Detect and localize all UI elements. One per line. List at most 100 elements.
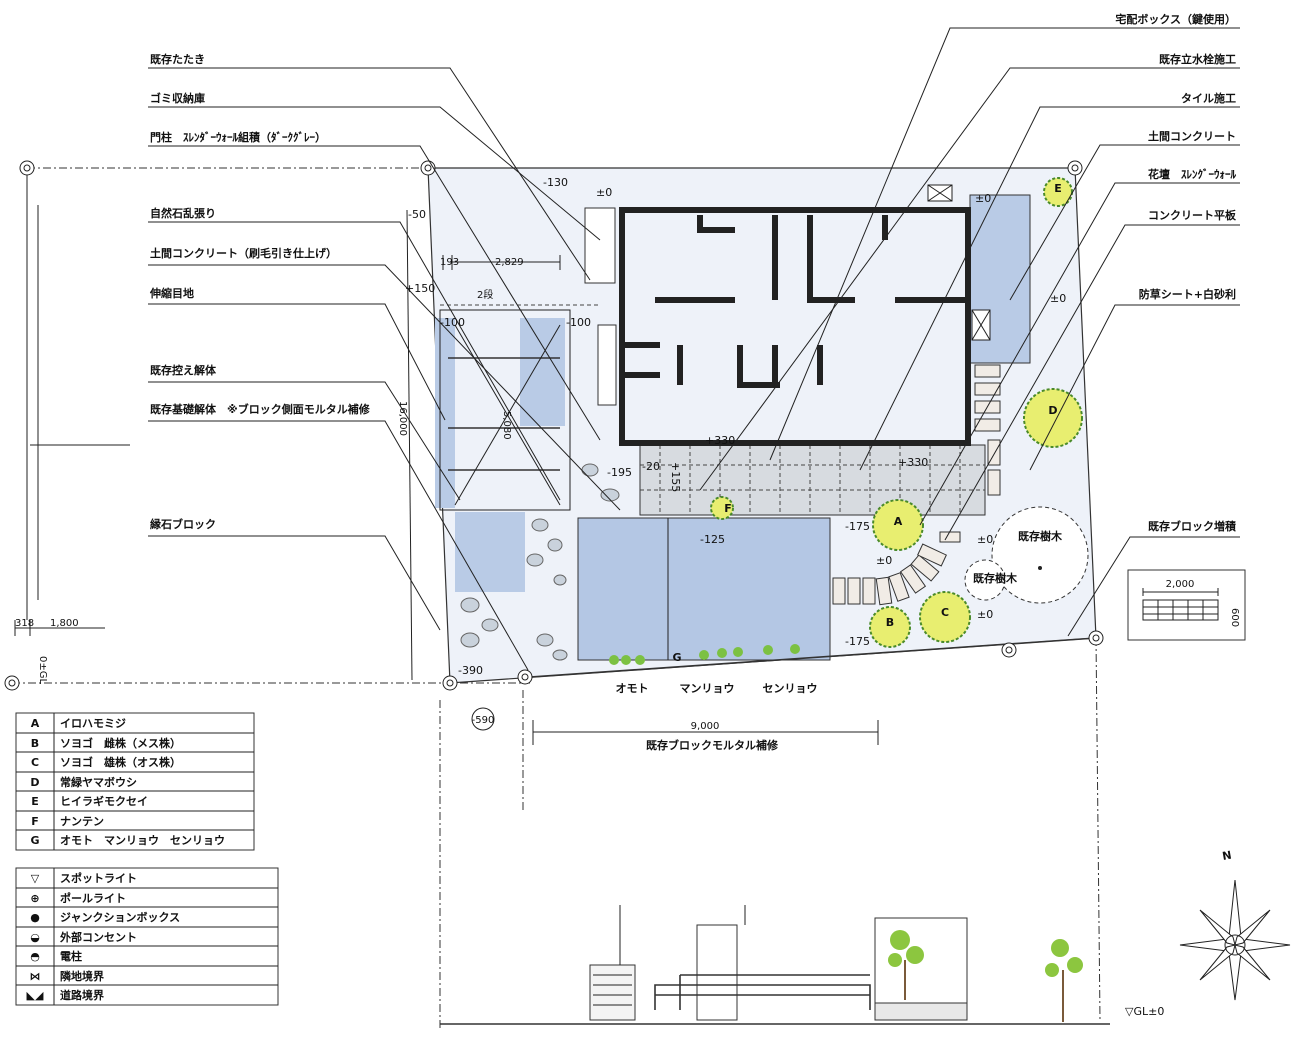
tree-labels-text: B (886, 616, 894, 629)
level-marks-text: ±0 (977, 608, 993, 621)
tree-labels-text: センリョウ (763, 682, 818, 695)
plant-legend-table-text: A (31, 717, 40, 730)
drawing-mark (471, 707, 495, 731)
drawing-mark (710, 496, 734, 520)
site-area (427, 167, 1097, 684)
dimensions-text: 1,800 (50, 618, 79, 629)
drawing-mark (148, 221, 561, 501)
drawing-mark (654, 974, 871, 1010)
drawing-mark (148, 67, 591, 281)
drawing-mark (600, 488, 620, 502)
drawing-mark (733, 647, 743, 657)
drawing-mark (971, 309, 991, 341)
drawing-mark (609, 655, 619, 665)
tree-labels-text: E (1054, 182, 1062, 195)
tree-labels-text: F (724, 502, 732, 515)
drawing-mark (619, 905, 746, 965)
right-callouts-text: 土間コンクリート (1148, 129, 1236, 143)
plant-legend-table-text: B (31, 737, 39, 750)
drawing-mark (875, 576, 893, 606)
concrete-pavers (832, 364, 1001, 606)
right-callouts-text: タイル施工 (1181, 91, 1236, 105)
dimensions-text: 既存ブロックモルタル補修 (646, 738, 779, 752)
north-compass-icon-text: N (1221, 849, 1232, 863)
tree-labels-text: D (1048, 404, 1057, 417)
symbol-legend-table-text: 道路境界 (60, 988, 104, 1002)
natural-stone-paving (460, 463, 620, 661)
drawing-mark (917, 543, 947, 567)
drawing-mark (899, 564, 927, 594)
drawing-mark (919, 182, 1240, 526)
symbol-legend-table-text: ジャンクションボックス (60, 910, 180, 924)
drawing-mark (1127, 569, 1246, 641)
drawing-mark (635, 655, 645, 665)
drawing-mark (553, 574, 567, 586)
drawing-mark (424, 164, 432, 172)
north-compass-icon: N (1179, 849, 1291, 1001)
existing-tree: 既存樹木 既存樹木 (964, 506, 1089, 604)
drawing-mark (763, 645, 773, 655)
drawing-mark (460, 597, 480, 613)
drawing-mark (552, 649, 568, 661)
right-callouts-text: 既存立水栓施工 (1159, 52, 1236, 66)
plant-legend-table-text: E (31, 795, 39, 808)
left-callouts-text: 縁石ブロック (150, 517, 216, 531)
drawing-mark (939, 531, 961, 543)
drawing-mark (1234, 944, 1271, 981)
drawing-mark (1009, 144, 1240, 301)
drawing-mark (1143, 600, 1218, 620)
drawing-mark (593, 974, 632, 1006)
right-callouts-text: コンクリート平板 (1148, 208, 1237, 222)
blue-paving (455, 512, 525, 592)
symbol-legend-table-text: 電柱 (60, 949, 82, 963)
left-callouts-text: 既存控え解体 (150, 363, 217, 377)
garbage-storage (584, 207, 616, 284)
drawing-mark (1029, 304, 1240, 471)
drawing-mark (906, 946, 924, 964)
plant-legend-table-text: ヒイラギモクセイ (60, 794, 148, 808)
drawing-mark (1142, 599, 1219, 621)
drawing-mark (454, 324, 561, 506)
tree-labels-text: A (894, 515, 903, 528)
concrete-slab (577, 517, 831, 661)
level-marks-text: -20 (642, 460, 660, 473)
boundary-lines (12, 167, 1101, 1030)
right-callouts-text: 宅配ボックス（鍵使用） (1115, 12, 1236, 26)
drawing-mark (14, 620, 105, 636)
dimensions-text: 193 (440, 257, 459, 268)
paver-scale-detail: 2,000 600 (1127, 569, 1246, 641)
right-callouts-text: 防草シート+白砂利 (1139, 287, 1236, 301)
drawing-mark (148, 381, 461, 501)
drawing-mark (521, 673, 529, 681)
tree-labels: A B C D E F G オモト マンリョウ センリョウ (616, 182, 1062, 695)
pole-light-icon: ⊕ (30, 892, 39, 905)
level-marks-text: -100 (566, 316, 591, 329)
drawing-mark (406, 209, 413, 681)
left-callouts-text: 門柱 ｽﾚﾝﾀﾞｰｳｫｰﾙ組積（ﾀﾞｰｸｸﾞﾚｰ） (150, 130, 326, 144)
paver-scale-detail-text: 600 (1229, 608, 1240, 627)
left-callouts-text: 既存基礎解体 ※ブロック側面モルタル補修 (150, 402, 371, 416)
drawing-mark (148, 106, 601, 241)
drawing-mark (1092, 634, 1100, 642)
plant-legend-table-text: G (30, 834, 39, 847)
level-marks-text: -590 (472, 715, 495, 726)
drawing-mark (974, 418, 1001, 432)
level-marks-text: -175 (845, 520, 870, 533)
level-marks-text: -195 (607, 466, 632, 479)
level-marks-text: ±0 (977, 533, 993, 546)
drawing-mark (927, 184, 953, 202)
planted-trees (609, 177, 1083, 665)
drawing-mark (890, 930, 910, 950)
dimensions: 193 2,829 2段 16,000 5,080 318 1,800 0±GL… (14, 205, 879, 752)
level-marks-text: -390 (458, 664, 483, 677)
left-callouts-text: 土間コンクリート（刷毛引き仕上げ） (150, 246, 337, 260)
level-marks-text: +330 (898, 456, 928, 469)
drawing-mark (1067, 536, 1240, 637)
right-callouts: 宅配ボックス（鍵使用） 既存立水栓施工 タイル施工 土間コンクリート 花壇 ｽﾚ… (699, 12, 1240, 637)
junction-box-icon: ● (30, 911, 40, 924)
tree-labels-text: G (672, 651, 681, 664)
drawing-mark (609, 644, 800, 665)
drawing-mark (790, 644, 800, 654)
tree-elevation (888, 930, 1083, 1022)
